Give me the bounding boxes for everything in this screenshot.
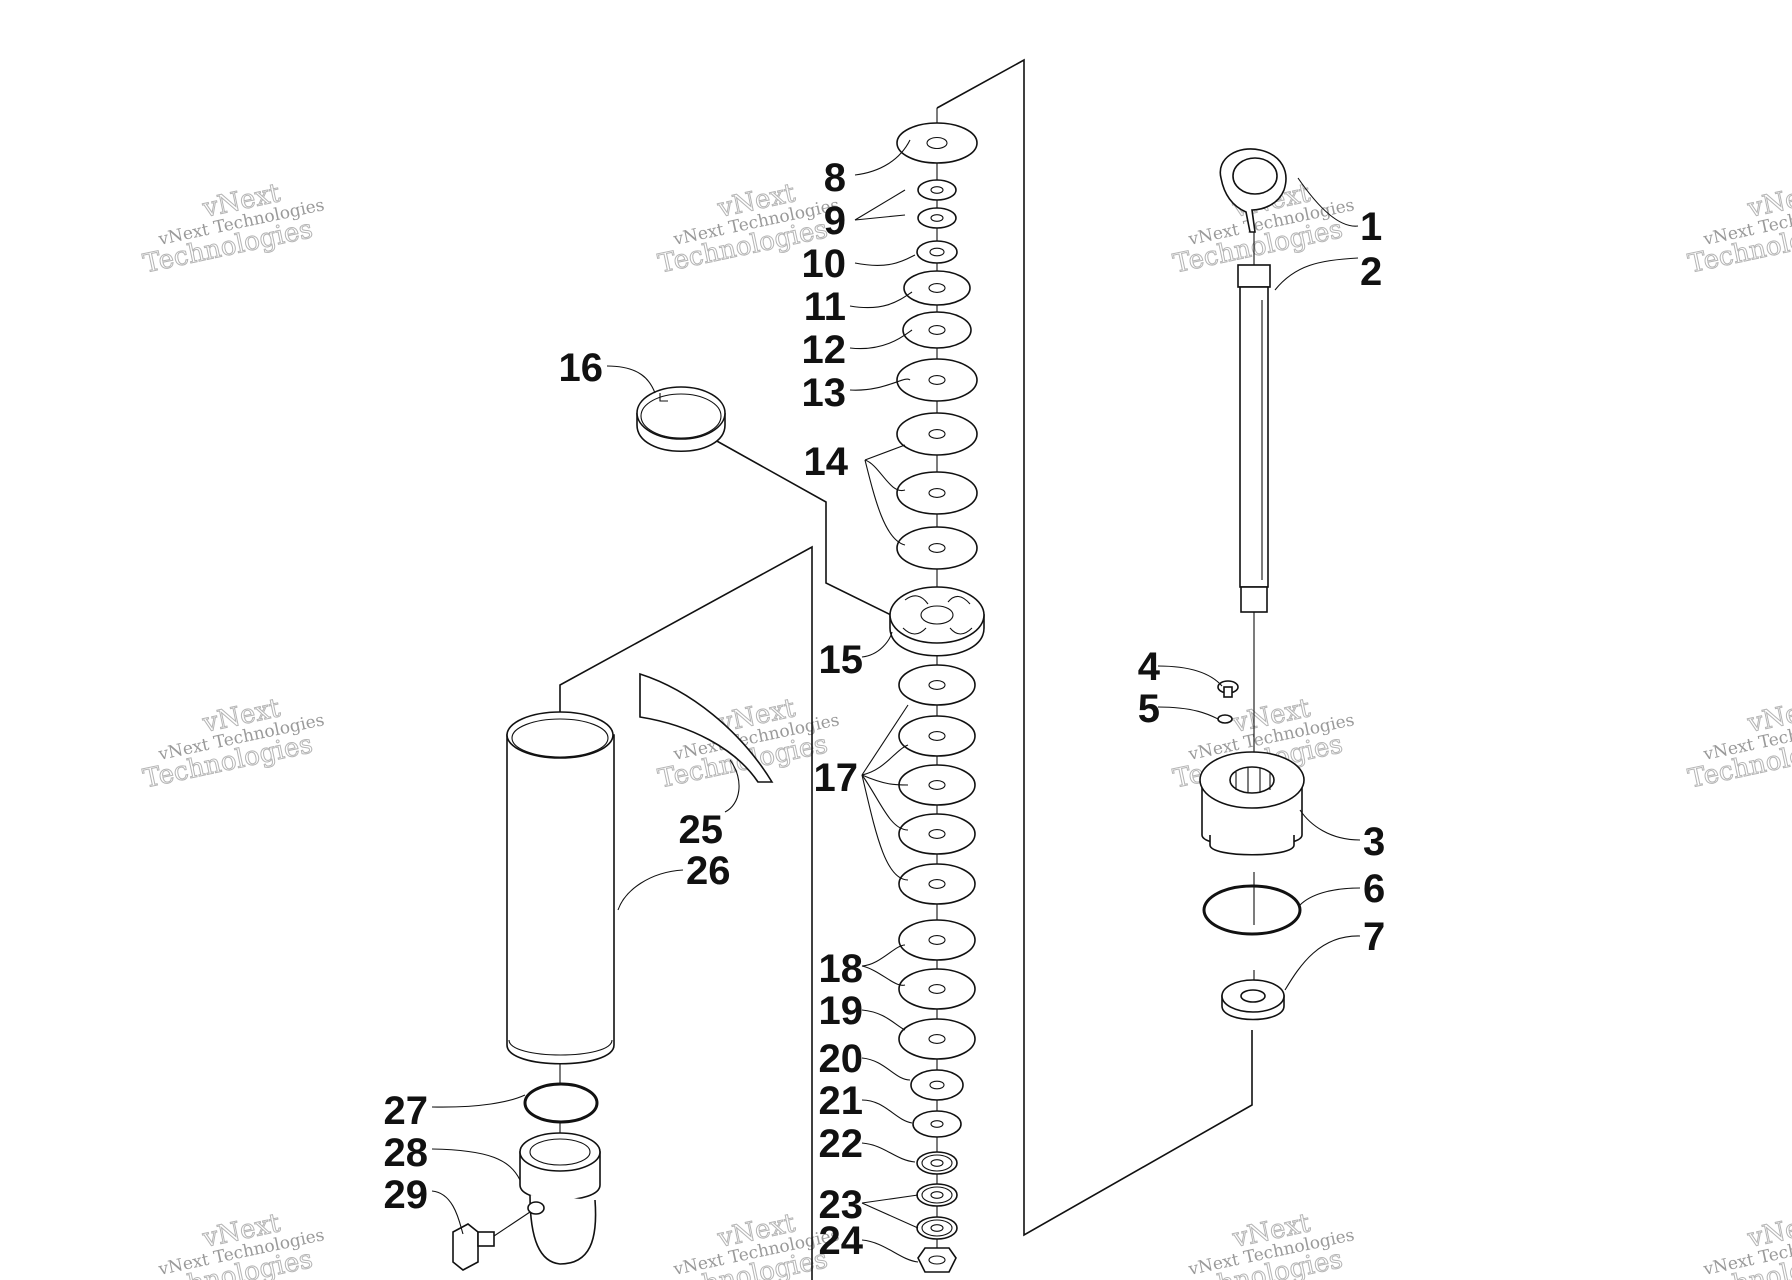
callout-14: 14 (804, 440, 849, 484)
stack-washer (898, 715, 976, 757)
callout-12: 12 (802, 328, 847, 372)
callout-27: 27 (384, 1089, 429, 1133)
callout-28: 28 (384, 1131, 429, 1175)
seal-head-part (1199, 751, 1305, 856)
callout-19: 19 (819, 989, 864, 1033)
callout-11: 11 (804, 285, 846, 329)
o-ring-part-6 (1202, 884, 1302, 936)
callout-10: 10 (802, 242, 847, 286)
stack-washer (896, 412, 978, 456)
callout-22: 22 (819, 1122, 864, 1166)
callout-2: 2 (1360, 250, 1382, 294)
callout-18: 18 (819, 947, 864, 991)
stack-washer (916, 240, 958, 264)
nut-part-24 (917, 1247, 957, 1273)
screw-part (1217, 680, 1239, 698)
callout-5: 5 (1138, 687, 1160, 731)
stack-washer (910, 1069, 964, 1101)
callout-13: 13 (802, 371, 847, 415)
callout-24: 24 (819, 1219, 864, 1263)
end-cap-part-28 (519, 1132, 601, 1265)
callout-16: 16 (559, 346, 604, 390)
callout-7: 7 (1363, 915, 1385, 959)
stack-washer (912, 1110, 962, 1138)
callout-3: 3 (1363, 820, 1385, 864)
stack-washer (903, 270, 971, 306)
callout-9: 9 (824, 199, 846, 243)
callout-8: 8 (824, 156, 846, 200)
stack-washer (898, 919, 976, 961)
stack-washer (896, 358, 978, 402)
callout-26: 26 (686, 849, 731, 893)
stack-washer (916, 1216, 958, 1240)
stack-washer (902, 311, 972, 349)
stack-washer (898, 1018, 976, 1060)
callout-23: 23 (819, 1183, 864, 1227)
callout-4: 4 (1138, 645, 1161, 689)
callout-21: 21 (819, 1079, 864, 1123)
stack-washer (898, 764, 976, 806)
callout-17: 17 (814, 756, 859, 800)
reservoir-body-part-26 (506, 711, 615, 1065)
piston-part-15 (889, 586, 985, 657)
center-washer-stack (896, 122, 978, 1240)
eyelet-part (1219, 148, 1287, 233)
bumper-part-7 (1221, 979, 1285, 1021)
washer-part-5 (1217, 714, 1233, 724)
o-ring-part-27 (523, 1082, 599, 1124)
stack-washer (917, 207, 957, 229)
stack-washer (916, 1151, 958, 1175)
stack-washer (917, 179, 957, 201)
callout-15: 15 (819, 638, 864, 682)
callout-25: 25 (679, 808, 724, 852)
stack-washer (896, 122, 978, 164)
callout-20: 20 (819, 1037, 864, 1081)
stack-washer (898, 863, 976, 905)
leader-lines (431, 139, 1361, 1263)
callout-labels: 1 2 3 4 5 6 7 8 9 10 11 12 13 14 15 16 1… (384, 156, 1386, 1263)
callout-6: 6 (1363, 867, 1385, 911)
stack-washer (898, 664, 976, 706)
stack-washer (898, 813, 976, 855)
ring-part-16 (636, 386, 726, 452)
valve-part-29 (452, 1211, 531, 1271)
callout-1: 1 (1360, 205, 1382, 249)
callout-29: 29 (384, 1173, 429, 1217)
stack-washer (896, 471, 978, 515)
stack-washer (898, 968, 976, 1010)
stack-washer (896, 526, 978, 570)
stack-washer (916, 1183, 958, 1207)
shaft-part (1237, 264, 1271, 613)
label-part-25 (639, 672, 774, 783)
